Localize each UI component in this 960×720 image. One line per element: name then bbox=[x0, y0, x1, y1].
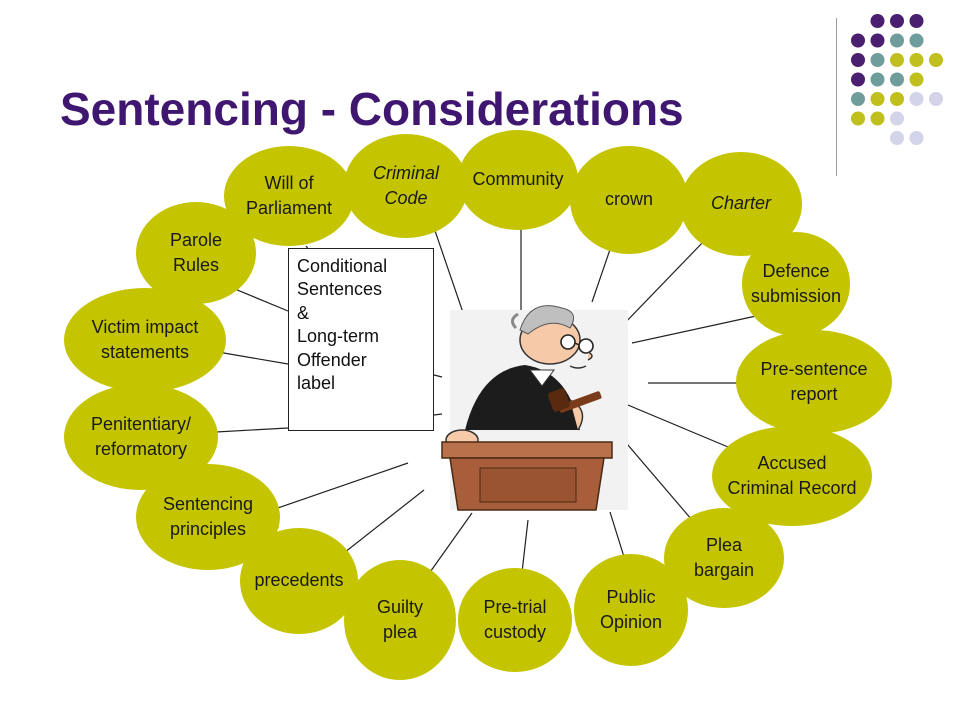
decorative-dot bbox=[890, 131, 904, 145]
node-pre-sentence-report: Pre-sentence report bbox=[736, 330, 892, 434]
node-parole-rules: Parole Rules bbox=[136, 202, 256, 304]
decorative-dot bbox=[929, 53, 943, 67]
node-guilty-plea: Guilty plea bbox=[344, 560, 456, 680]
decorative-dot-grid bbox=[851, 14, 943, 145]
connector-box-right-1 bbox=[433, 374, 443, 378]
connector-precedents bbox=[334, 489, 425, 561]
decorative-dot bbox=[870, 53, 885, 67]
node-sentencing-principles: Sentencing principles bbox=[136, 464, 280, 570]
decorative-dot bbox=[909, 92, 924, 106]
node-label: Victim impact statements bbox=[91, 316, 199, 362]
node-label: Pre-sentence report bbox=[760, 358, 868, 404]
node-victim-impact: Victim impact statements bbox=[64, 288, 226, 392]
node-label: Sentencing principles bbox=[162, 493, 254, 539]
decorative-dot bbox=[851, 33, 865, 48]
connector-sentencing-principles bbox=[271, 462, 409, 511]
node-label: Charter bbox=[710, 193, 772, 214]
node-defence-submission: Defence submission bbox=[742, 232, 850, 336]
node-label: Defence submission bbox=[750, 260, 842, 306]
judge-with-gavel-icon bbox=[441, 305, 628, 511]
decorative-dot bbox=[909, 131, 924, 145]
decorative-dot bbox=[870, 33, 885, 48]
decorative-dot bbox=[890, 72, 904, 87]
node-label: Community bbox=[472, 169, 564, 190]
decorative-dot bbox=[909, 33, 924, 48]
node-label: Will of Parliament bbox=[245, 172, 333, 218]
decorative-dot bbox=[909, 14, 924, 28]
decorative-dot bbox=[890, 14, 904, 28]
decorative-dot bbox=[851, 53, 865, 67]
node-label: Plea bargain bbox=[693, 534, 755, 580]
node-penitentiary: Penitentiary/ reformatory bbox=[64, 384, 218, 490]
connector-penitentiary bbox=[215, 427, 289, 433]
decorative-dot bbox=[909, 53, 924, 67]
node-label: Accused Criminal Record bbox=[727, 452, 857, 498]
decorative-dot bbox=[890, 111, 904, 126]
node-precedents: precedents bbox=[240, 528, 358, 634]
connector-charter bbox=[621, 239, 706, 327]
decorative-dot bbox=[890, 92, 904, 106]
node-pre-trial-custody: Pre-trial custody bbox=[458, 568, 572, 672]
node-public-opinion: Public Opinion bbox=[574, 554, 688, 666]
connector-accused-record bbox=[615, 399, 741, 453]
connector-box-right-2 bbox=[433, 413, 443, 416]
decorative-divider-line bbox=[836, 18, 837, 176]
node-label: Penitentiary/ reformatory bbox=[90, 413, 192, 459]
decorative-dot bbox=[870, 92, 885, 106]
node-label: Public Opinion bbox=[599, 586, 663, 632]
node-community: Community bbox=[458, 130, 578, 230]
decorative-dot bbox=[929, 92, 943, 106]
decorative-dot bbox=[851, 111, 865, 126]
node-label: Criminal Code bbox=[372, 162, 439, 208]
decorative-dot bbox=[870, 72, 885, 87]
node-label: Pre-trial custody bbox=[483, 596, 547, 642]
node-will-of-parliament: Will of Parliament bbox=[224, 146, 354, 246]
decorative-dot bbox=[851, 72, 865, 87]
node-label: Parole Rules bbox=[169, 229, 223, 275]
decorative-dot bbox=[851, 92, 865, 106]
decorative-dot bbox=[890, 33, 904, 48]
node-label: precedents bbox=[254, 570, 344, 591]
slide-title: Sentencing - Considerations bbox=[60, 83, 684, 135]
conditional-sentences-box: Conditional Sentences & Long-term Offend… bbox=[288, 248, 434, 431]
node-crown: crown bbox=[570, 146, 688, 254]
decorative-dot bbox=[870, 111, 885, 126]
node-label: Guilty plea bbox=[376, 596, 423, 642]
connector-victim-impact bbox=[217, 351, 289, 365]
connector-defence-submission bbox=[631, 315, 757, 344]
node-criminal-code: Criminal Code bbox=[344, 134, 468, 238]
decorative-dot bbox=[890, 53, 904, 67]
node-label: crown bbox=[604, 189, 653, 210]
decorative-dot bbox=[870, 14, 885, 28]
decorative-dot bbox=[909, 72, 924, 87]
connector-guilty-plea bbox=[427, 512, 473, 576]
